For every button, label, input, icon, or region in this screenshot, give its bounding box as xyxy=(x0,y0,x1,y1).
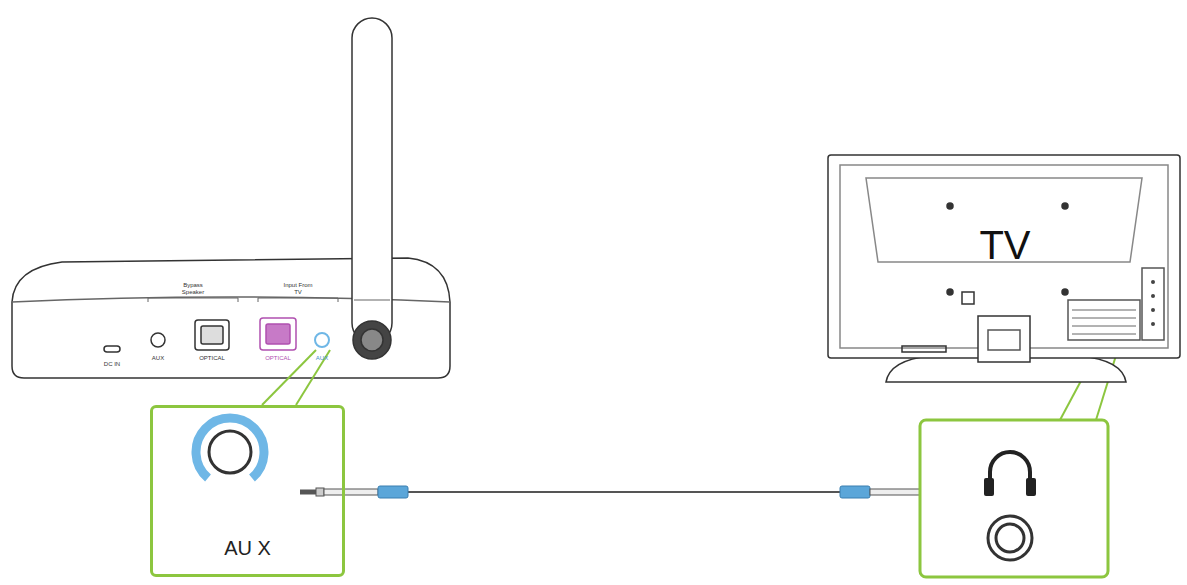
antenna xyxy=(352,18,392,359)
port-label: AUX xyxy=(152,355,164,362)
port-label: AUX xyxy=(316,355,328,362)
port-label: OPTICAL xyxy=(265,355,291,362)
port-label: Bypass Speaker xyxy=(176,282,210,295)
port-label: OPTICAL xyxy=(199,355,225,362)
tv-back xyxy=(828,155,1180,382)
audio-cable xyxy=(300,486,950,498)
device-name: TV xyxy=(979,223,1030,267)
port-name: AU X xyxy=(218,537,277,574)
headphone-callout xyxy=(920,420,1108,577)
jack-icon xyxy=(196,418,264,478)
port-label: DC IN xyxy=(104,361,120,368)
port-label: Input From TV xyxy=(281,282,315,295)
callout-box: AU X xyxy=(150,405,345,577)
